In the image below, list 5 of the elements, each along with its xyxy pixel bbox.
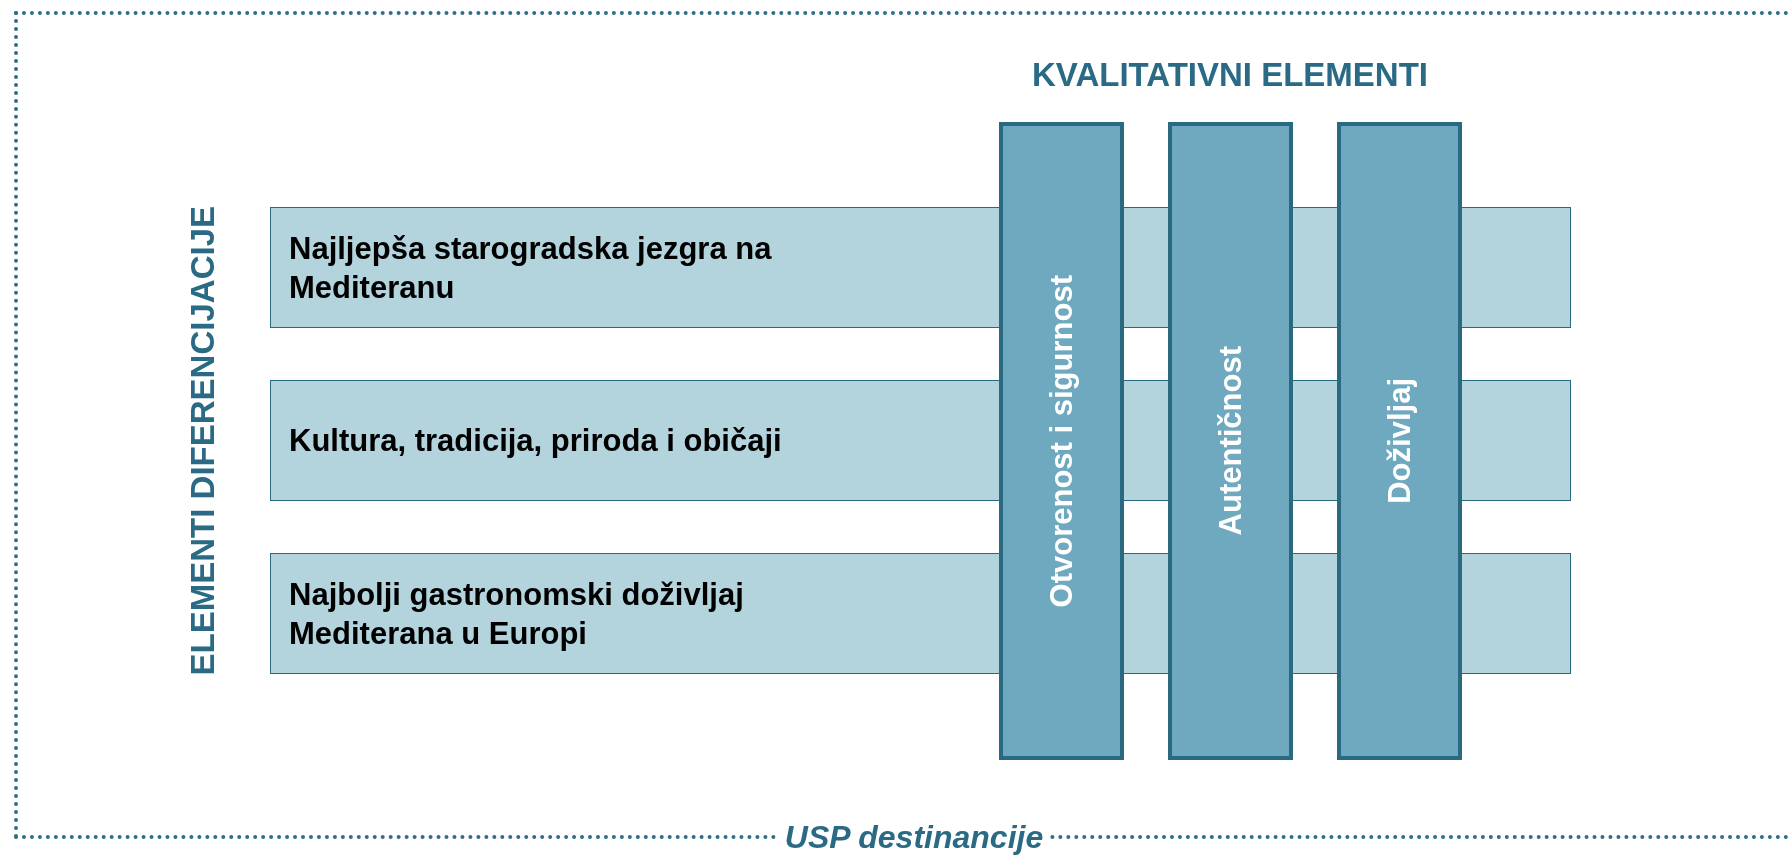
column-bar: Autentičnost	[1168, 122, 1293, 760]
column-bar: Doživljaj	[1337, 122, 1462, 760]
row-heading: ELEMENTI DIFERENCIJACIJE	[184, 205, 222, 675]
column-heading: KVALITATIVNI ELEMENTI	[1032, 56, 1428, 94]
column-bar: Otvorenost i sigurnost	[999, 122, 1124, 760]
